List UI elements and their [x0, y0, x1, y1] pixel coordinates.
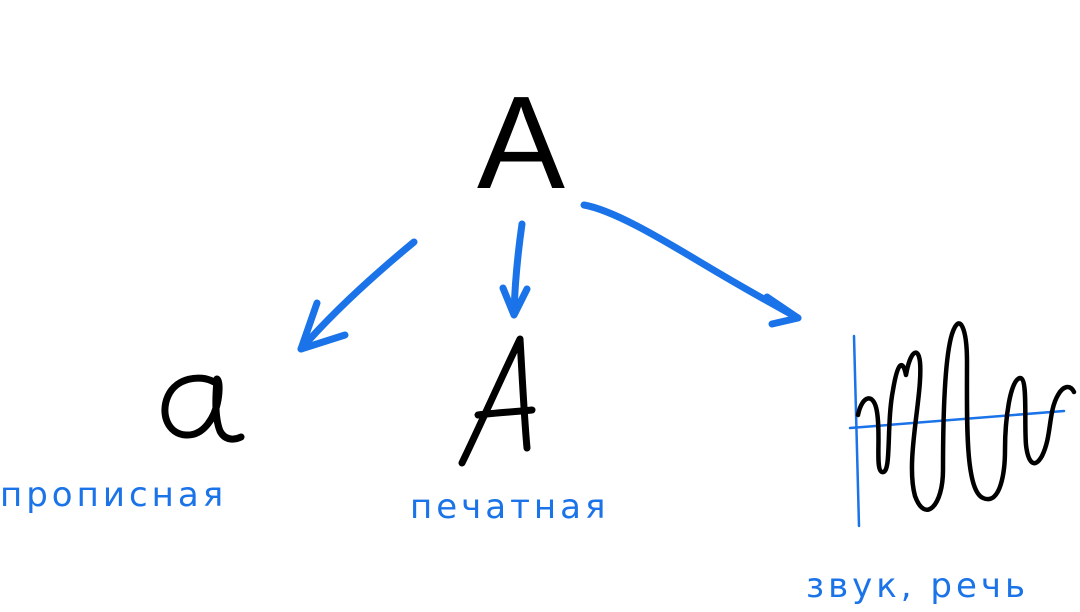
waveform-horizontal-axis — [848, 409, 1066, 430]
label-sound: звук, речь — [806, 566, 1029, 606]
root-letter: A — [477, 69, 565, 216]
arrow-to-sound — [580, 201, 802, 328]
label-lowercase: прописная — [0, 475, 227, 515]
waveform-line — [855, 321, 1077, 512]
sound-wave-illustration — [848, 321, 1077, 528]
waveform-vertical-axis — [852, 334, 861, 528]
arrow-to-lowercase — [297, 238, 418, 353]
handwritten-a-glyph — [161, 374, 245, 443]
label-printed: печатная — [410, 487, 609, 527]
printed-a-glyph — [458, 335, 536, 467]
arrow-to-printed — [499, 220, 531, 319]
